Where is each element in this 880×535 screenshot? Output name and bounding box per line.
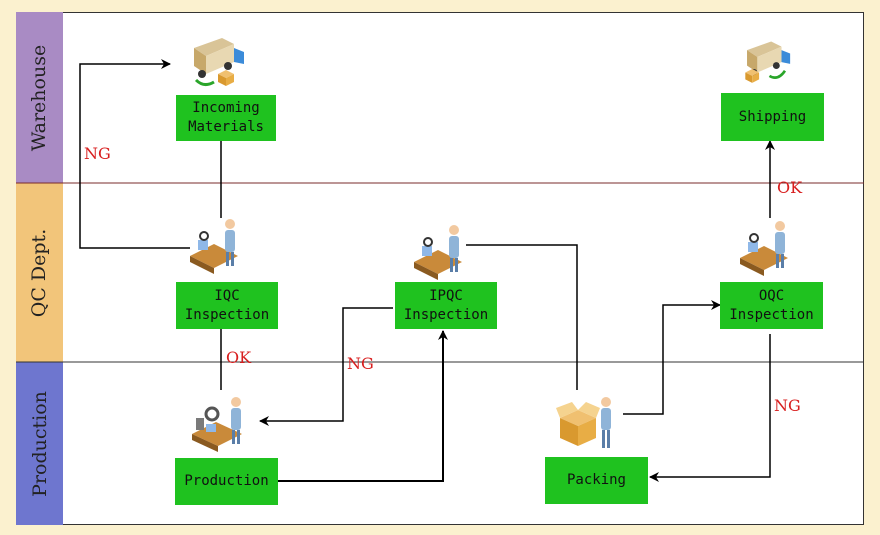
edge-production-to-ipqc: [278, 330, 448, 482]
node-production: Production: [175, 458, 278, 505]
edge-label-ng-warehouse: NG: [84, 144, 111, 163]
truck-boxes-icon: [745, 41, 791, 83]
lane-production: Production: [16, 362, 63, 525]
edge-label-ng-ipqc: NG: [347, 354, 374, 373]
edge-label-ng-oqc: NG: [774, 396, 801, 415]
node-iqc-inspection: IQC Inspection: [176, 282, 278, 329]
edge-label-ok-oqc: OK: [777, 178, 803, 197]
lane-qc: QC Dept.: [16, 183, 63, 362]
node-packing: Packing: [545, 457, 648, 504]
worker-machine-icon: [192, 397, 242, 452]
node-oqc-inspection: OQC Inspection: [720, 282, 823, 329]
worker-box-icon: [556, 397, 611, 448]
inspector-conveyor-icon: [414, 225, 462, 280]
node-incoming-materials: Incoming Materials: [176, 95, 276, 141]
node-ipqc-inspection: IPQC Inspection: [395, 282, 497, 329]
edge-iqc-ng-to-incoming: [79, 59, 190, 249]
edge-ipqc-to-packing: [466, 244, 578, 390]
inspector-conveyor-icon: [190, 219, 238, 274]
edge-ipqc-ng-to-production: [259, 307, 393, 426]
edge-oqc-ng-to-packing: [649, 334, 771, 482]
node-shipping: Shipping: [721, 93, 824, 141]
edge-packing-to-oqc: [623, 300, 721, 415]
truck-boxes-icon: [194, 38, 244, 87]
edge-label-ok-iqc: OK: [226, 348, 252, 367]
inspector-conveyor-icon: [740, 221, 788, 276]
lane-warehouse: Warehouse: [16, 12, 63, 183]
